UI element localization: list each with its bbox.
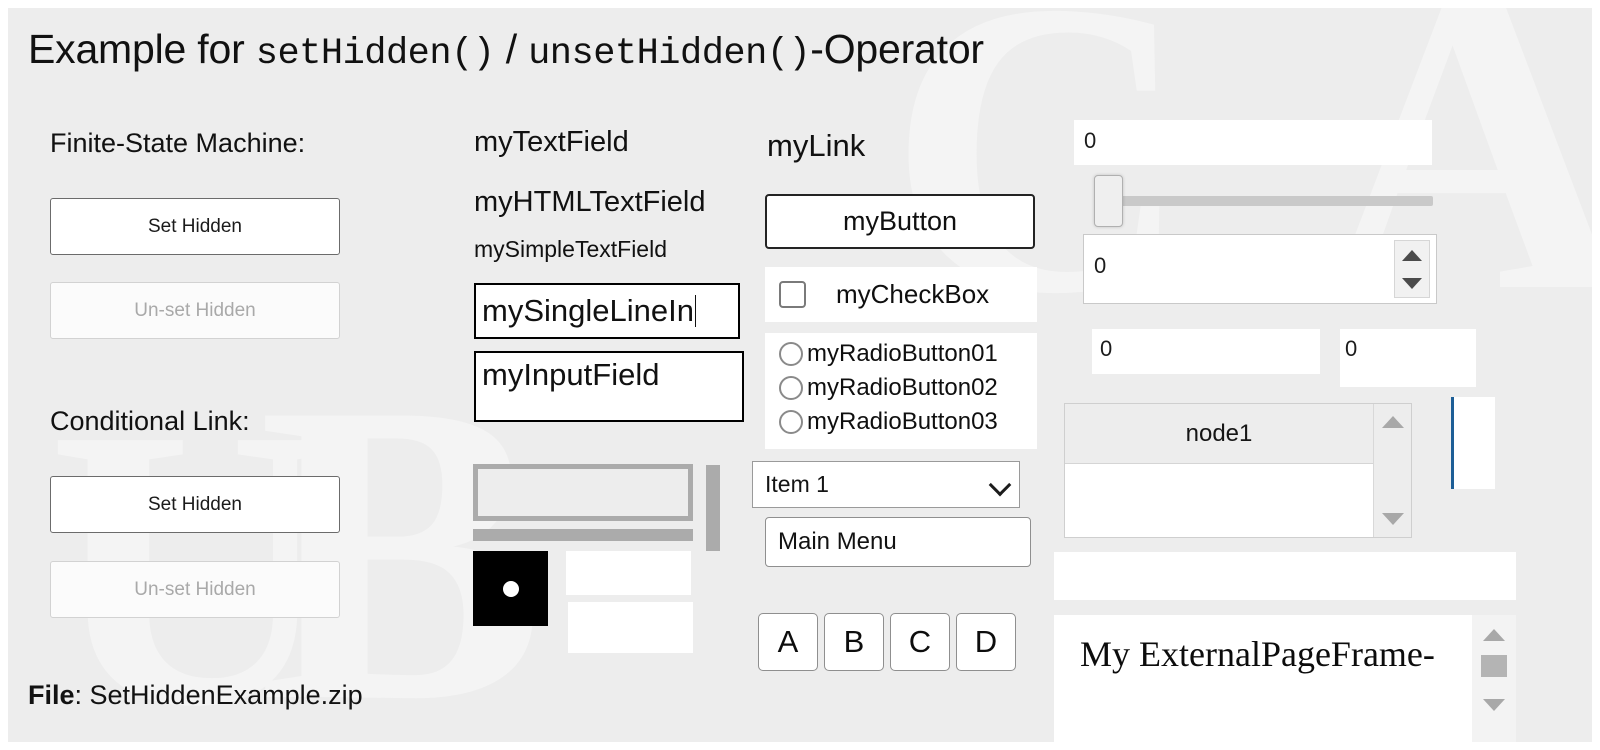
grey-vertical-scrollbar[interactable] — [706, 465, 720, 551]
label-my-text-field: myTextField — [474, 126, 629, 158]
my-checkbox-row[interactable]: myCheckBox — [765, 267, 1037, 322]
tab-button-a[interactable]: A — [758, 613, 818, 671]
footer-file-name: : SetHiddenExample.zip — [74, 680, 363, 710]
select-selected-value: Item 1 — [765, 471, 829, 497]
single-line-input-field[interactable]: mySingleLineIn — [474, 283, 740, 339]
number-field-right[interactable] — [1340, 329, 1476, 387]
spinner-down-arrow-icon[interactable] — [1402, 277, 1422, 289]
tab-button-b[interactable]: B — [824, 613, 884, 671]
epf-scroll-down-icon[interactable] — [1483, 699, 1505, 711]
chevron-down-icon[interactable] — [991, 476, 1009, 494]
label-my-simple-text-field: mySimpleTextField — [474, 236, 667, 262]
item-select-dropdown[interactable]: Item 1 — [752, 461, 1020, 508]
heading-finite-state-machine: Finite-State Machine: — [50, 128, 306, 158]
page-title: Example for setHidden() / unsetHidden()-… — [28, 26, 984, 75]
spinner-value: 0 — [1094, 253, 1107, 278]
radio-row-02[interactable]: myRadioButton02 — [765, 373, 1037, 403]
grey-horizontal-bar — [473, 529, 693, 541]
tree-view[interactable]: node1 — [1064, 403, 1412, 538]
top-number-field-value: 0 — [1084, 128, 1097, 153]
footer-file-label: File — [28, 680, 75, 710]
spinner-up-arrow-icon[interactable] — [1402, 249, 1422, 261]
spinner-field[interactable] — [1083, 234, 1437, 304]
tree-scrollbar[interactable] — [1373, 404, 1411, 537]
conditional-set-hidden-button[interactable]: Set Hidden — [50, 476, 340, 533]
tree-node-label[interactable]: node1 — [1065, 404, 1373, 464]
text-caret — [694, 294, 696, 328]
blue-edge-panel[interactable] — [1451, 397, 1495, 489]
main-panel: C A B U Example for setHidden() / unsetH… — [8, 8, 1592, 742]
radio-label-03: myRadioButton03 — [807, 408, 998, 435]
my-checkbox-label: myCheckBox — [836, 279, 990, 309]
my-input-field-value: myInputField — [482, 357, 660, 392]
number-field-left[interactable] — [1092, 329, 1320, 374]
footer-file-line: File: SetHiddenExample.zip — [28, 680, 363, 711]
radio-row-01[interactable]: myRadioButton01 — [765, 339, 1037, 369]
epf-scroll-up-icon[interactable] — [1483, 629, 1505, 641]
blank-white-field-2[interactable] — [568, 602, 693, 653]
epf-scroll-thumb[interactable] — [1481, 655, 1507, 677]
radio-button-group: myRadioButton01 myRadioButton02 myRadioB… — [765, 333, 1037, 449]
white-dot-icon — [502, 580, 519, 597]
external-page-frame-text: My ExternalPageFrame- — [1080, 634, 1435, 674]
my-input-field[interactable]: myInputField — [474, 351, 744, 422]
fsm-unset-hidden-button[interactable]: Un-set Hidden — [50, 282, 340, 339]
tree-body-area[interactable] — [1065, 464, 1373, 537]
tree-scroll-up-icon[interactable] — [1381, 416, 1404, 428]
title-prefix: Example for — [28, 26, 256, 72]
radio-label-02: myRadioButton02 — [807, 374, 998, 401]
black-image-placeholder — [473, 551, 548, 626]
title-suffix: -Operator — [810, 26, 984, 72]
fsm-set-hidden-button[interactable]: Set Hidden — [50, 198, 340, 255]
heading-conditional-link: Conditional Link: — [50, 406, 250, 436]
conditional-unset-hidden-button[interactable]: Un-set Hidden — [50, 561, 340, 618]
title-code-sethidden: setHidden() — [255, 33, 495, 75]
radio-row-03[interactable]: myRadioButton03 — [765, 407, 1037, 437]
number-field-left-value: 0 — [1100, 336, 1113, 361]
tree-scroll-down-icon[interactable] — [1381, 513, 1404, 525]
radio-icon-01[interactable] — [779, 342, 803, 366]
label-my-link[interactable]: myLink — [767, 128, 866, 163]
number-field-right-value: 0 — [1345, 336, 1358, 361]
tab-button-c[interactable]: C — [890, 613, 950, 671]
radio-label-01: myRadioButton01 — [807, 340, 998, 367]
slider-track[interactable] — [1103, 196, 1433, 206]
blank-white-field-1[interactable] — [566, 551, 691, 595]
watermark-letter-a: A — [1318, 8, 1592, 381]
wide-blank-field[interactable] — [1054, 552, 1516, 600]
label-my-html-text-field: myHTMLTextField — [474, 186, 706, 218]
title-code-unsethidden: unsetHidden() — [528, 33, 811, 75]
slider-thumb[interactable] — [1094, 175, 1123, 227]
radio-icon-03[interactable] — [779, 410, 803, 434]
radio-icon-02[interactable] — [779, 376, 803, 400]
grey-framed-box — [473, 464, 693, 521]
top-number-field[interactable] — [1074, 120, 1432, 165]
single-line-input-value: mySingleLineIn — [482, 293, 694, 328]
tree-main-area: node1 — [1065, 404, 1373, 537]
external-page-frame-scrollbar[interactable] — [1472, 615, 1516, 742]
tab-button-d[interactable]: D — [956, 613, 1016, 671]
checkbox-icon[interactable] — [779, 281, 806, 308]
main-menu-box[interactable]: Main Menu — [765, 517, 1031, 567]
external-page-frame[interactable]: My ExternalPageFrame- — [1054, 615, 1516, 742]
spinner-buttons[interactable] — [1394, 240, 1430, 298]
my-button[interactable]: myButton — [765, 194, 1035, 249]
title-separator: / — [494, 26, 529, 72]
